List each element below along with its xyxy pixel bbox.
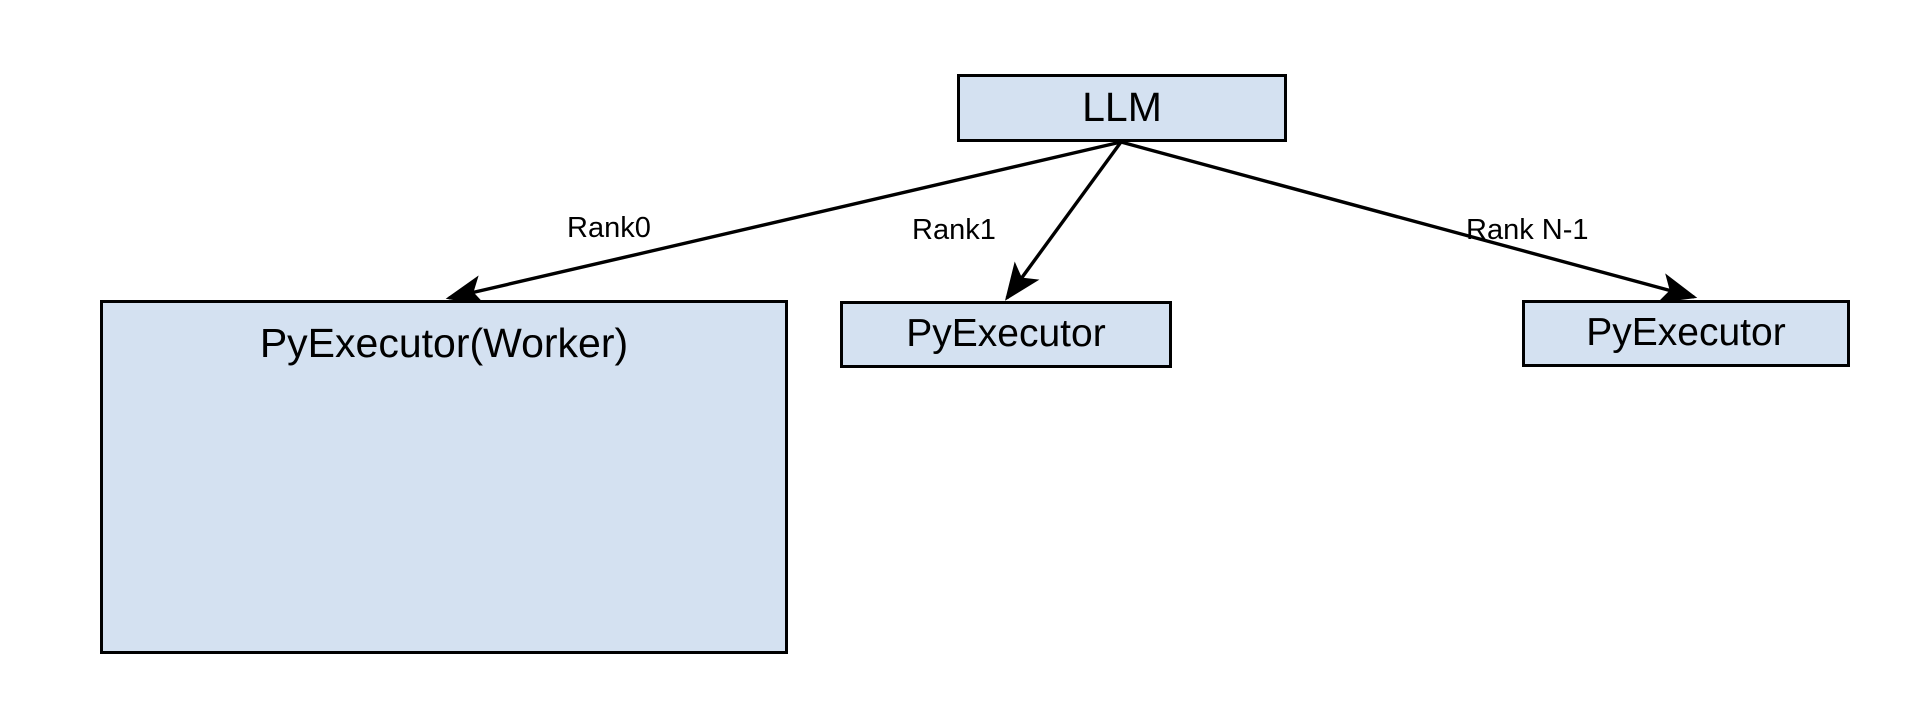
node-llm[interactable]: LLM (957, 74, 1287, 142)
edge-llm-to-pyexecutor-right (1120, 140, 1698, 303)
node-pyexecutor-rank-n-1[interactable]: PyExecutor (1522, 300, 1850, 367)
node-pyexecutor-rank-n-1-label: PyExecutor (1586, 311, 1786, 355)
edge-label-rank1: Rank1 (912, 214, 996, 246)
node-pyexecutor-rank1-label: PyExecutor (906, 312, 1106, 356)
edge-llm-to-worker (445, 140, 1122, 306)
edge-llm-to-pyexecutor-mid (1004, 140, 1123, 301)
edge-label-rank0: Rank0 (567, 212, 651, 244)
node-pyexecutor-worker-label: PyExecutor(Worker) (259, 320, 629, 366)
edge-label-rank-n-1: Rank N-1 (1466, 214, 1589, 246)
node-pyexecutor-worker[interactable]: PyExecutor(Worker) Scheduler ModelEngine… (100, 300, 788, 654)
node-pyexecutor-rank1[interactable]: PyExecutor (840, 301, 1172, 368)
node-llm-label: LLM (1082, 84, 1162, 131)
